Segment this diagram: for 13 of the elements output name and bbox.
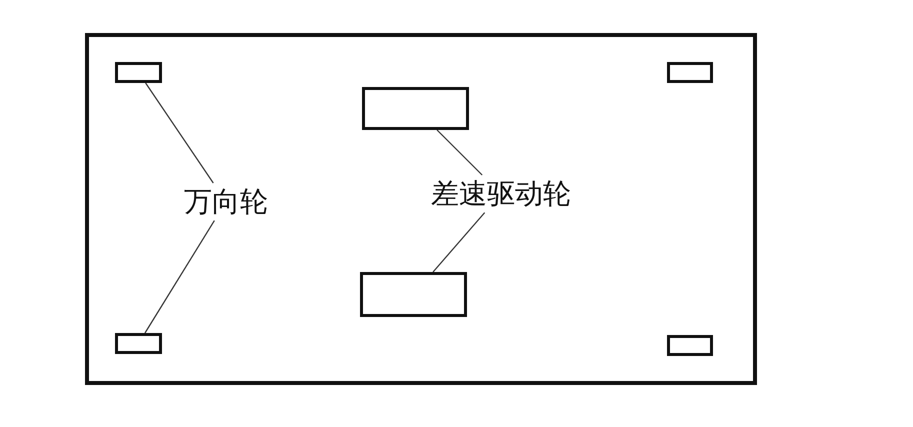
drive-wheel xyxy=(360,272,467,317)
wheel-label: 差速驱动轮 xyxy=(431,177,571,211)
leader-line xyxy=(436,130,483,176)
chassis-frame xyxy=(85,33,757,385)
caster-wheel xyxy=(667,335,713,356)
caster-wheel xyxy=(115,333,162,354)
caster-wheel xyxy=(115,62,162,83)
caster-wheel xyxy=(667,62,713,83)
leader-line xyxy=(144,220,215,334)
leader-line xyxy=(145,82,214,184)
drive-wheel xyxy=(362,87,469,130)
wheel-label: 万向轮 xyxy=(184,185,268,219)
leader-line xyxy=(432,212,486,272)
